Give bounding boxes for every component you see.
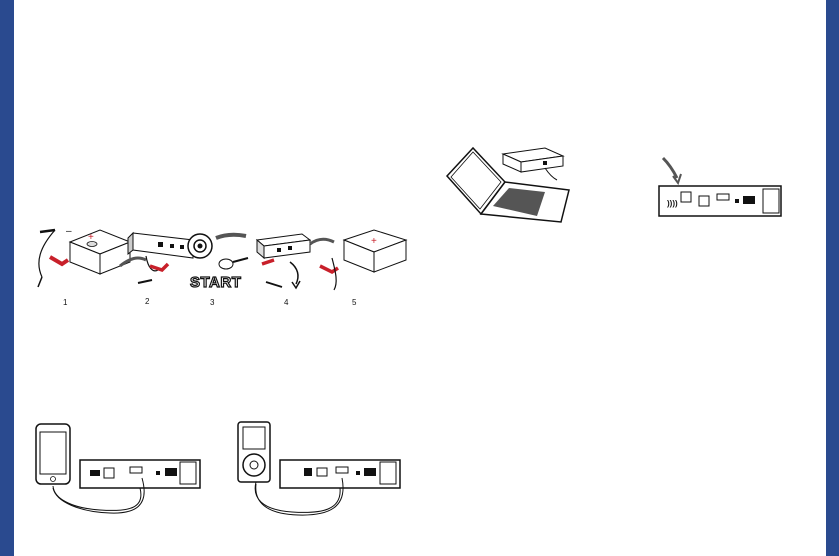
svg-text:+: + [88, 232, 94, 243]
pack-charging-input-illustration: )))) [655, 156, 785, 231]
step3-ignition-key-illustration [186, 228, 256, 273]
right-border-strip [826, 0, 839, 556]
step-2-label: 2 [145, 297, 149, 306]
svg-text:+: + [371, 236, 377, 247]
svg-text:)))): )))) [667, 199, 678, 208]
start-word: START [190, 274, 241, 291]
step-4-label: 4 [284, 298, 288, 307]
step-3-label: 3 [210, 298, 214, 307]
svg-text:–: – [66, 226, 72, 237]
jump-start-sequence: + – 1 2 START 3 [0, 0, 420, 320]
media-player-charging-illustration [232, 418, 407, 518]
step5-remove-clamps-illustration: + [308, 228, 408, 298]
step-1-label: 1 [63, 298, 67, 307]
phone-charging-illustration [30, 418, 205, 518]
step1-battery-clamps-illustration: + – [30, 222, 130, 297]
step-5-label: 5 [352, 298, 356, 307]
laptop-charging-illustration [445, 144, 575, 229]
